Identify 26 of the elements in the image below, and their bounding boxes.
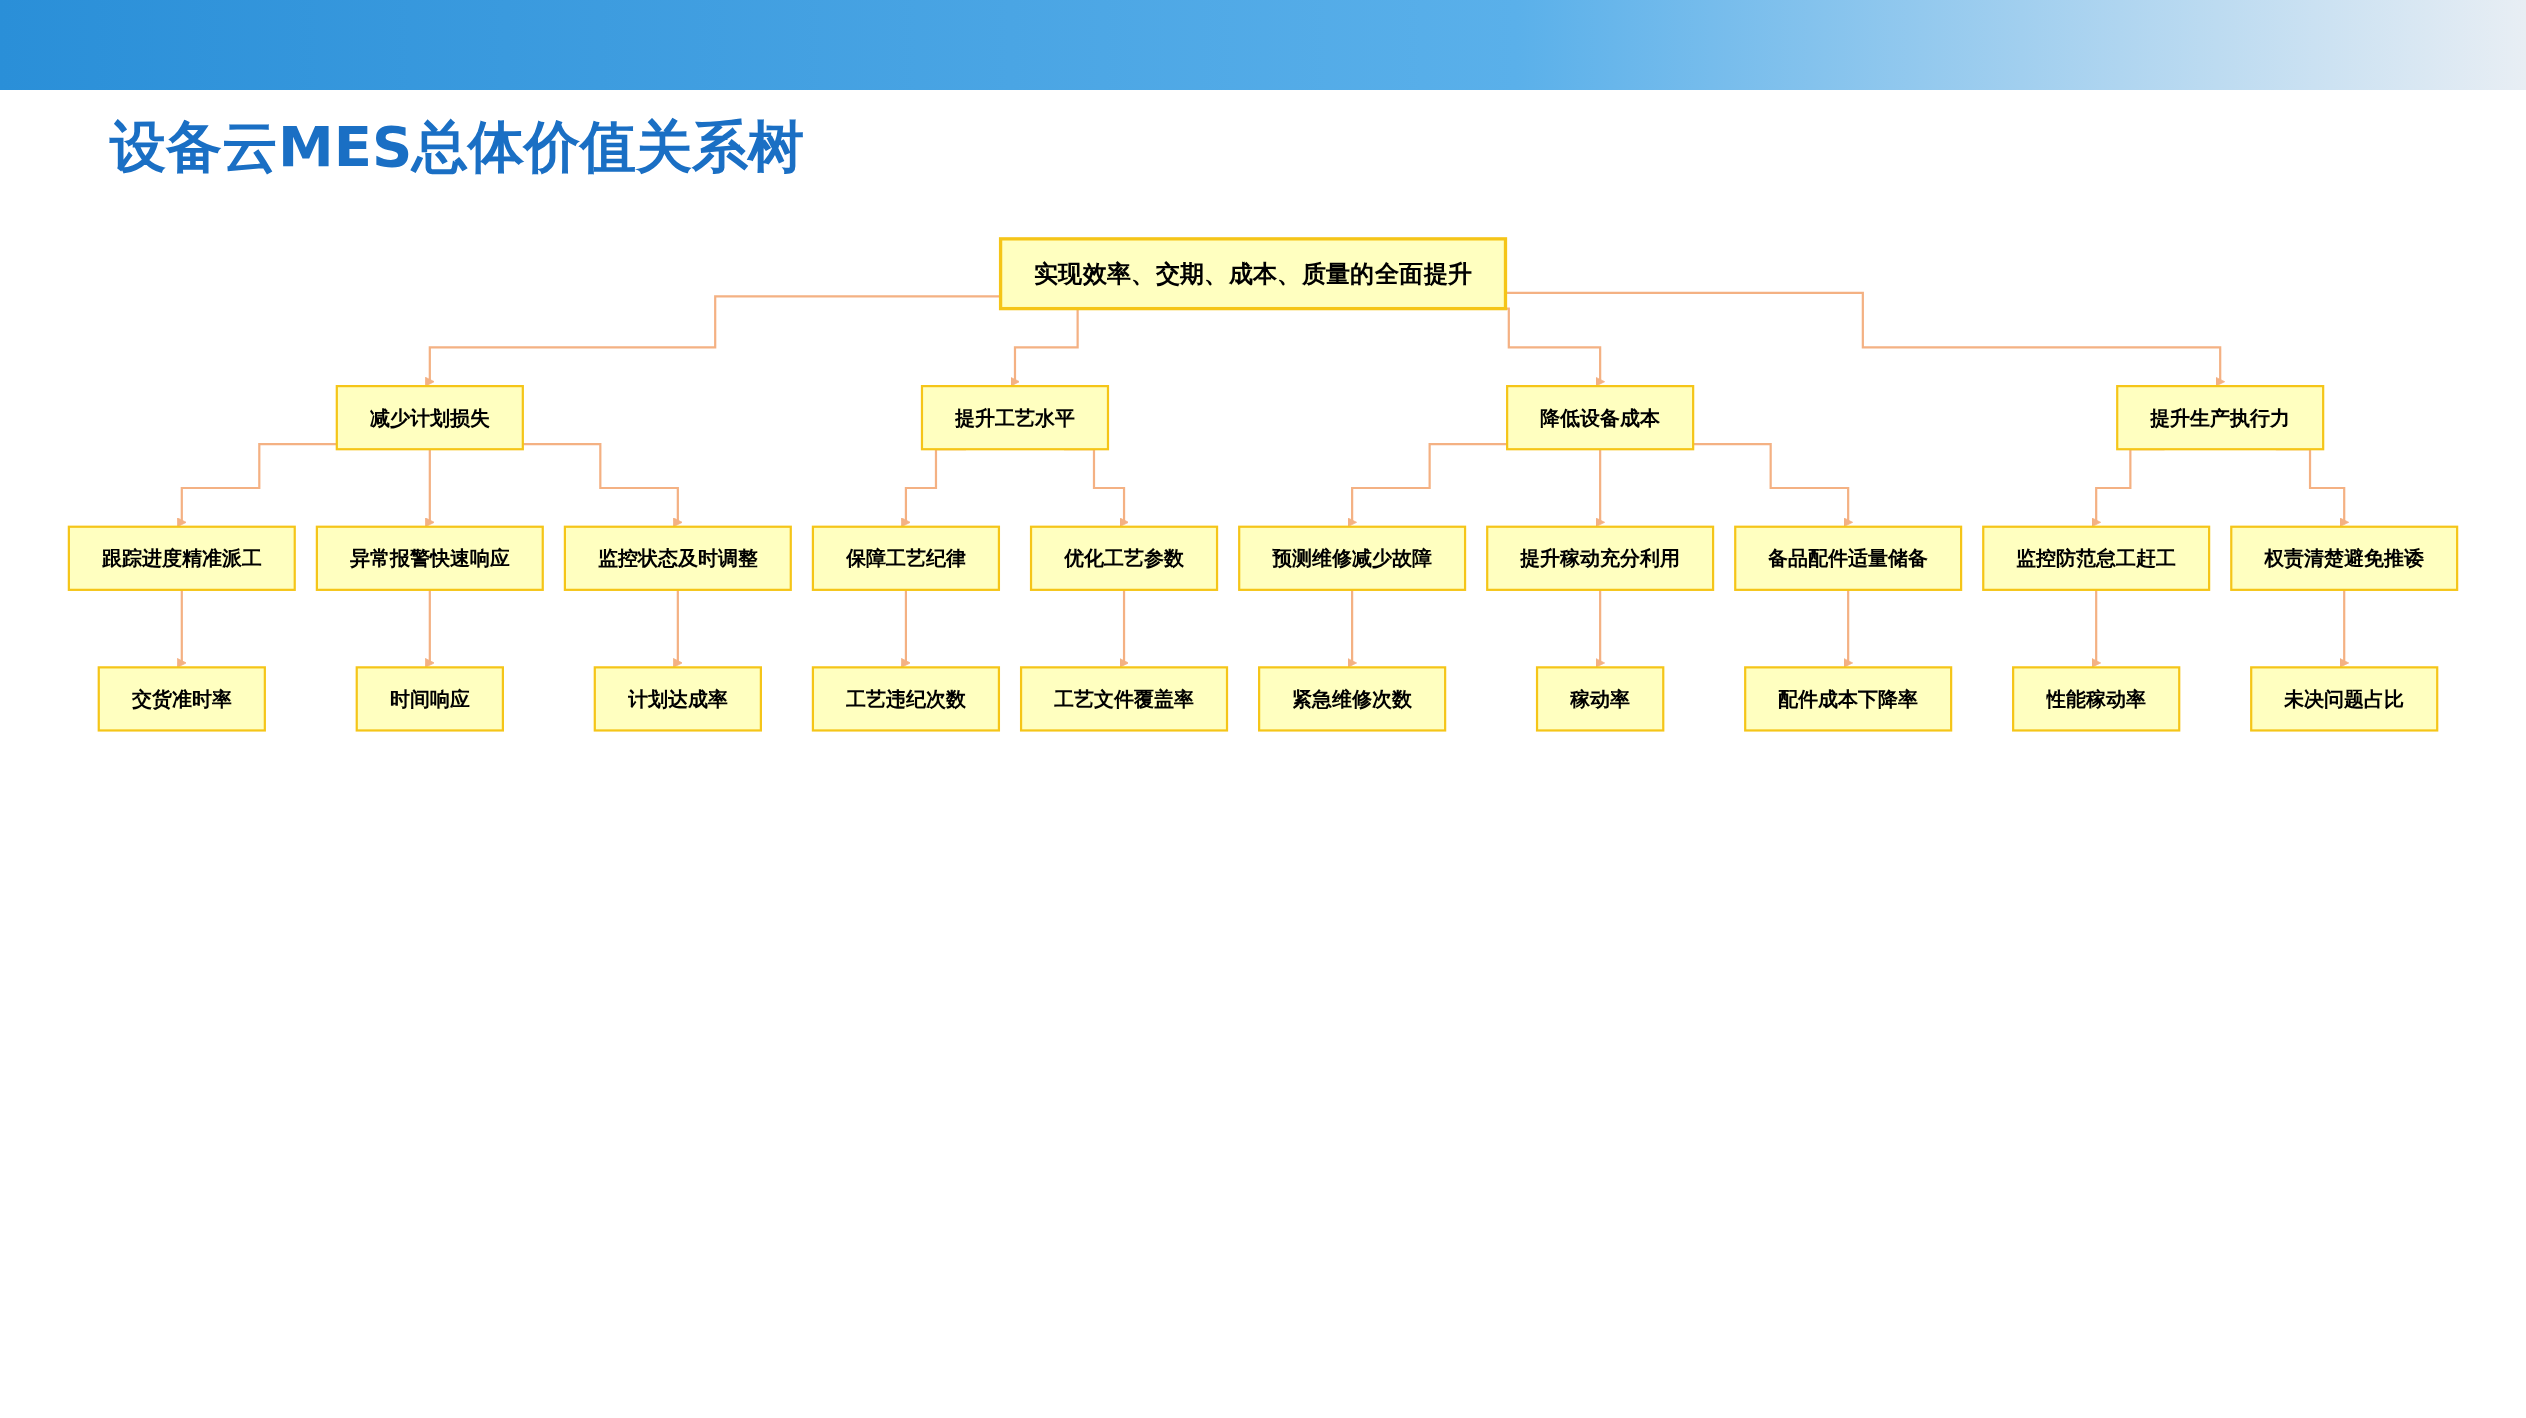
node-box: 配件成本下降率 <box>1744 666 1953 732</box>
node-box: 备品配件适量储备 <box>1734 525 1963 591</box>
node-box: 计划达成率 <box>593 666 762 732</box>
node-box: 减少计划损失 <box>335 385 524 451</box>
node-box: 降低设备成本 <box>1506 385 1695 451</box>
node-box: 工艺违纪次数 <box>811 666 1001 732</box>
node-box: 提升生产执行力 <box>2116 385 2325 451</box>
node-box: 异常报警快速响应 <box>315 525 544 591</box>
node-box: 交货准时率 <box>97 666 266 732</box>
node-box: 监控状态及时调整 <box>563 525 792 591</box>
node-box: 监控防范怠工赶工 <box>1982 525 2211 591</box>
node-box: 预测维修减少故障 <box>1238 525 1467 591</box>
node-box: 提升工艺水平 <box>920 385 1110 451</box>
node-box: 权责清楚避免推诿 <box>2230 525 2459 591</box>
node-box: 稼动率 <box>1535 666 1665 732</box>
node-box: 未决问题占比 <box>2250 666 2439 732</box>
node-box: 性能稼动率 <box>2012 666 2181 732</box>
node-box: 紧急维修次数 <box>1258 666 1447 732</box>
node-box: 优化工艺参数 <box>1029 525 1219 591</box>
node-box: 保障工艺纪律 <box>811 525 1001 591</box>
slide-title: 设备云MES总体价值关系树 <box>110 113 805 181</box>
node-box: 实现效率、交期、成本、质量的全面提升 <box>998 237 1508 311</box>
node-box: 时间响应 <box>355 666 504 732</box>
node-box: 跟踪进度精准派工 <box>67 525 296 591</box>
node-box: 工艺文件覆盖率 <box>1019 666 1229 732</box>
node-box: 提升稼动充分利用 <box>1486 525 1715 591</box>
